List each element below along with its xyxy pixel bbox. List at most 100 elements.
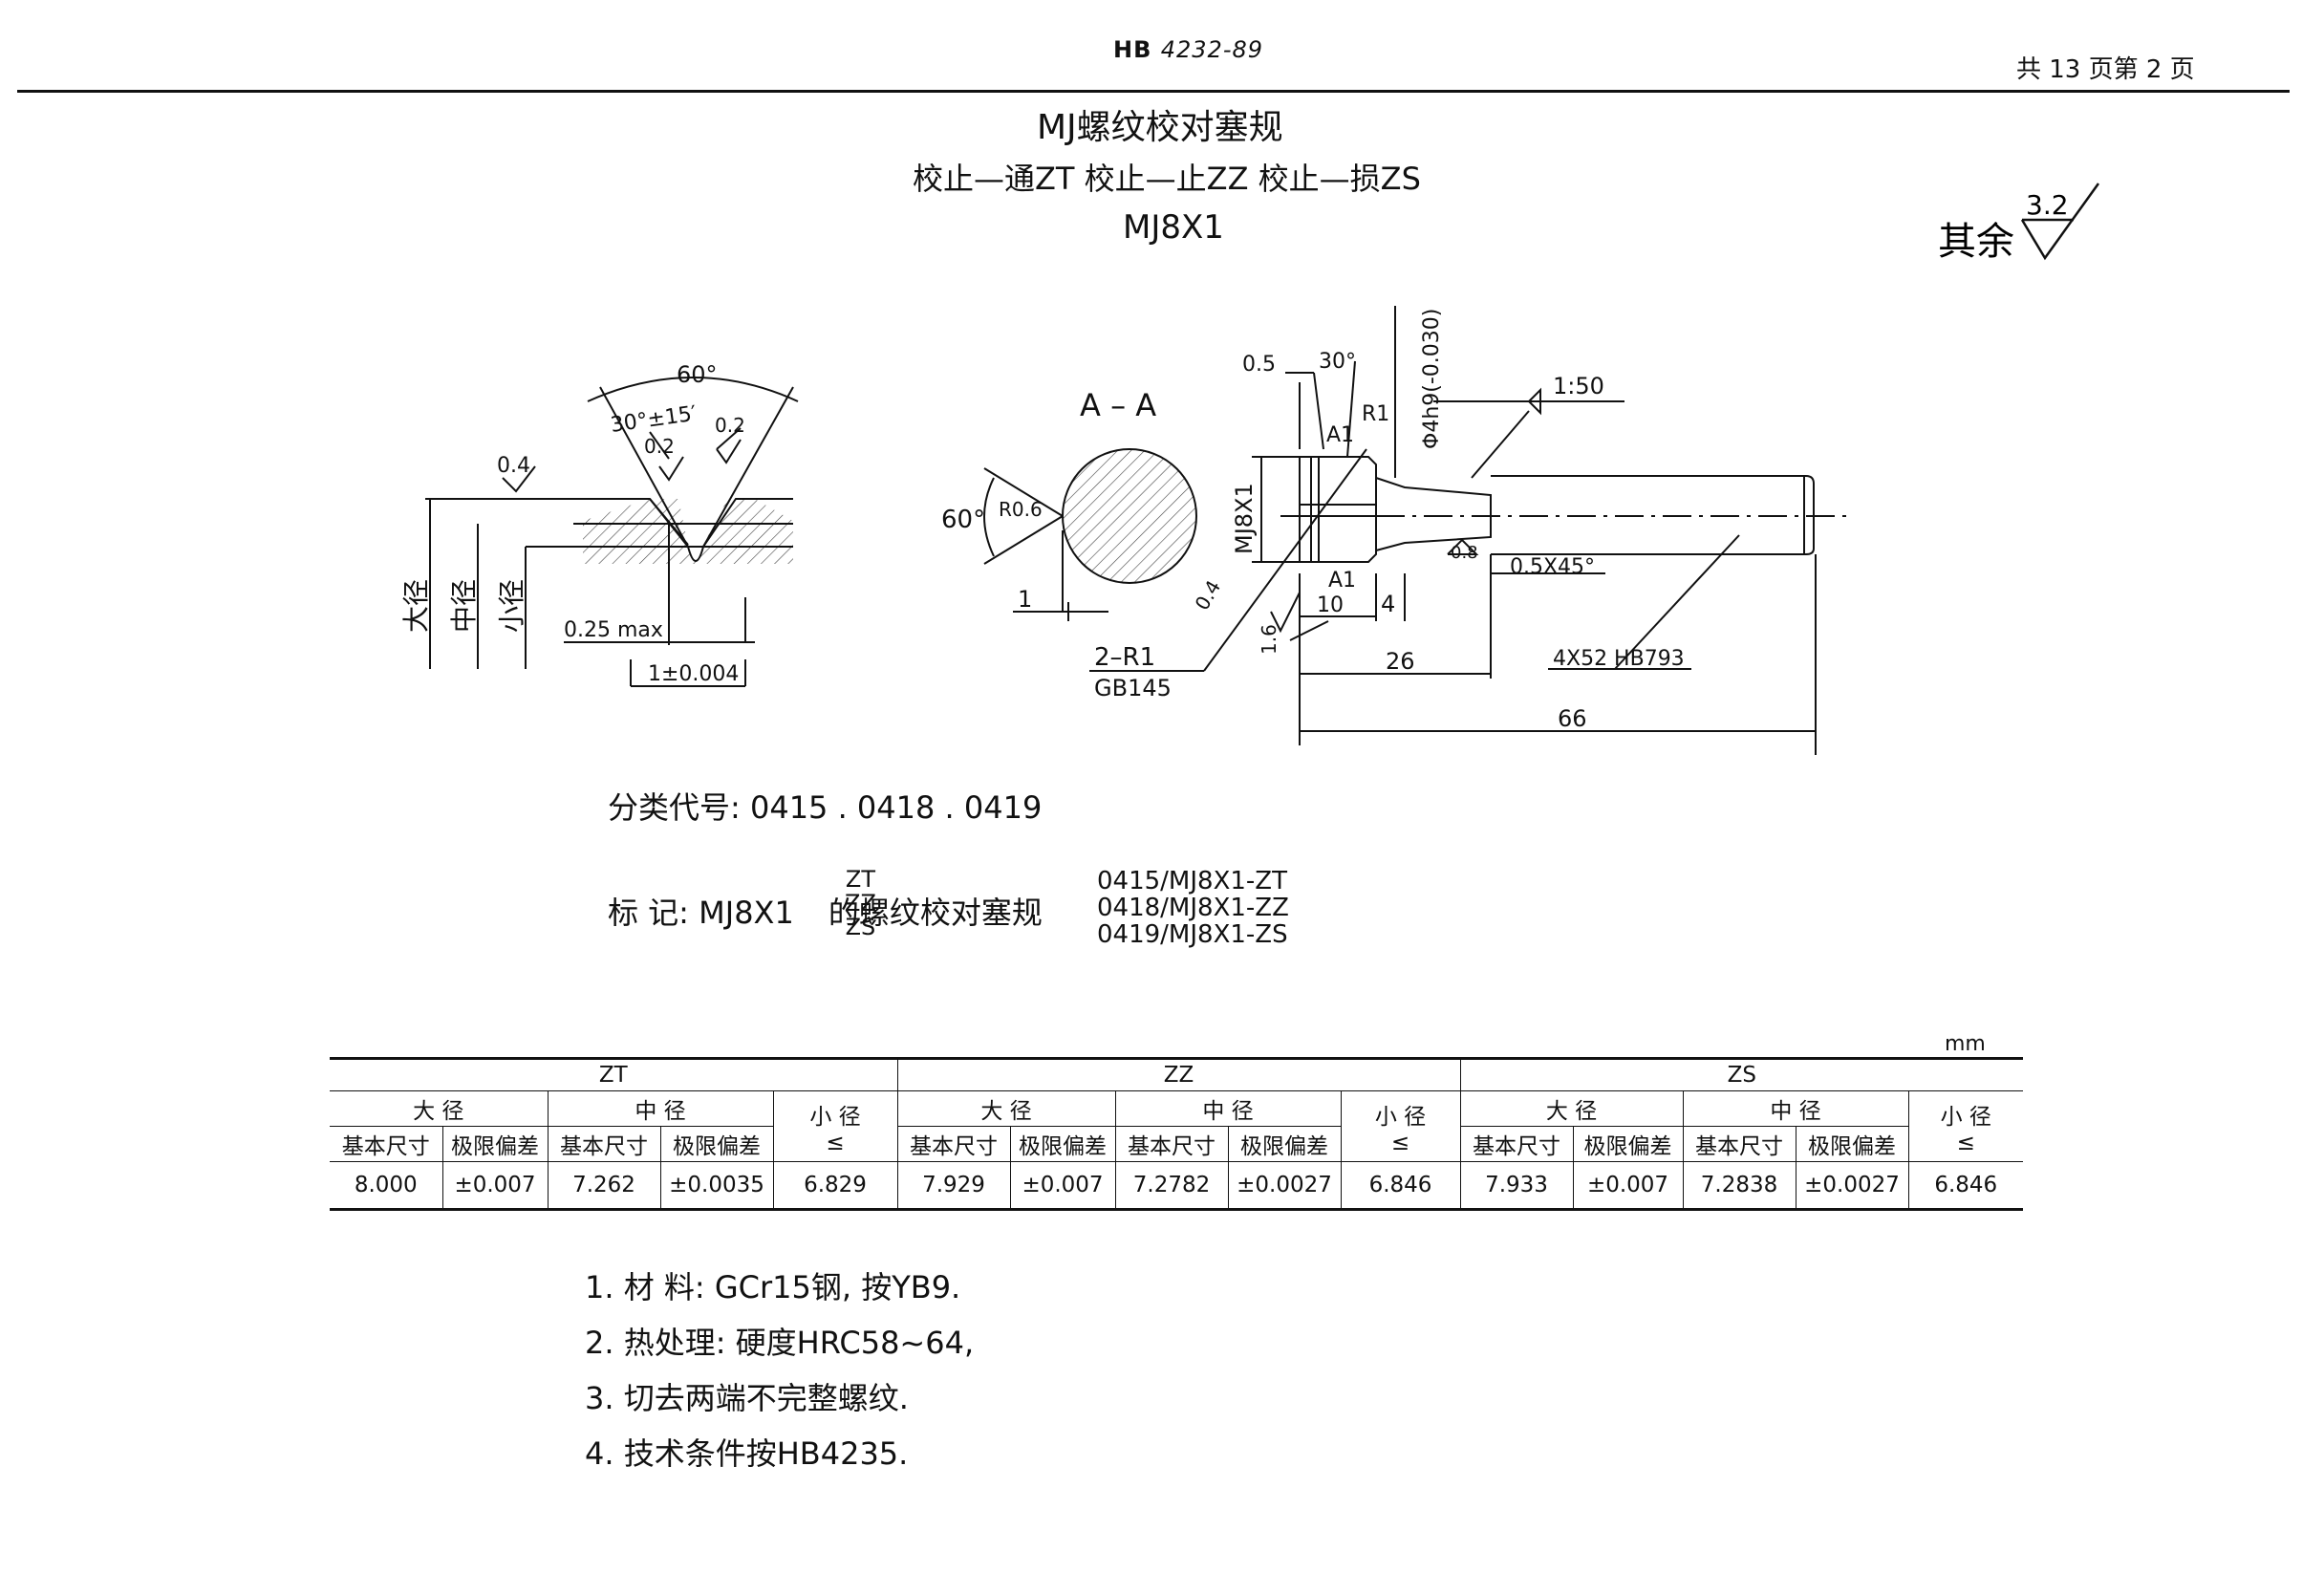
col-limit: 极限偏差 xyxy=(1009,1126,1116,1162)
table-cell: 6.846 xyxy=(1340,1161,1461,1210)
dim-66: 66 xyxy=(1558,705,1587,732)
fillet-r1: R1 xyxy=(1362,402,1389,426)
minor-diameter-label: 小径 xyxy=(496,579,527,633)
group-zz: ZZ xyxy=(896,1058,1461,1091)
roughness-02-b: 0.2 xyxy=(715,414,745,437)
standard-code: 4232-89 xyxy=(1160,36,1264,63)
col-limit: 极限偏差 xyxy=(1572,1126,1684,1162)
roughness-symbol-icon: 其余 3.2 xyxy=(1938,183,2100,264)
marking-code-zz: 0418/MJ8X1-ZZ xyxy=(1097,894,1289,922)
dim-26: 26 xyxy=(1386,648,1415,675)
roughness-note: 其余 3.2 xyxy=(1938,180,2129,289)
title-main: MJ螺纹校对塞规 xyxy=(1037,108,1283,147)
thread-profile-detail: 60° 30°±15′ 0.2 0.2 0.4 大径 中径 小径 0.25 ma… xyxy=(400,361,799,687)
technical-notes: 1. 材 料: GCr15钢, 按YB9. 2. 热处理: 硬度HRC58~64… xyxy=(585,1260,974,1481)
chamfer-a1-bottom: A1 xyxy=(1328,569,1356,593)
taper-ratio: 1:50 xyxy=(1553,373,1604,399)
table-header-row: 大 径 中 径 小 径≤ 大 径 中 径 小 径≤ 大 径 中 径 小 径≤ xyxy=(330,1090,2023,1162)
tip-radius: R0.6 xyxy=(999,498,1043,521)
note-material: 1. 材 料: GCr15钢, 按YB9. xyxy=(585,1269,961,1305)
section-title: A – A xyxy=(1080,387,1156,423)
gauge-main-view: 0.5 30° Φ4h9(-0.030) 1:50 A1 R1 MJ8X1 A1… xyxy=(1191,306,1854,755)
col-limit: 极限偏差 xyxy=(1795,1126,1908,1162)
table-cell: 8.000 xyxy=(330,1161,443,1210)
roughness-04-main: 0.4 xyxy=(1191,576,1226,615)
table-group-row: ZT ZZ ZS xyxy=(330,1058,2023,1091)
table-cell: 6.846 xyxy=(1907,1161,2023,1210)
title-thread-size: MJ8X1 xyxy=(1123,208,1224,247)
roughness-02-a: 0.2 xyxy=(644,435,675,458)
standard-number: HB 4232-89 xyxy=(1113,36,1263,63)
col-basic: 基本尺寸 xyxy=(896,1126,1011,1162)
col-basic: 基本尺寸 xyxy=(1682,1126,1796,1162)
page-info: 共 13 页第 2 页 xyxy=(2016,55,2195,84)
marking-line: 标 记: MJ8X1 的螺纹校对塞规 xyxy=(608,889,1043,933)
classification-line: 分类代号: 0415 . 0418 . 0419 xyxy=(608,784,1042,828)
group-zt: ZT xyxy=(330,1058,898,1091)
center-hole-standard: GB145 xyxy=(1094,675,1172,701)
table-subheader-row: 基本尺寸 极限偏差 基本尺寸 极限偏差 基本尺寸 极限偏差 基本尺寸 极限偏差 … xyxy=(330,1126,2023,1162)
marking-code-zs: 0419/MJ8X1-ZS xyxy=(1097,920,1288,949)
zs-minor: 小 径≤ xyxy=(1907,1090,2023,1162)
table-cell: ±0.0035 xyxy=(659,1161,774,1210)
table-cell: 7.2782 xyxy=(1114,1161,1229,1210)
roughness-08: 0.8 xyxy=(1451,543,1478,563)
roughness-label: 其余 xyxy=(1938,220,2014,264)
col-basic: 基本尺寸 xyxy=(547,1126,661,1162)
zz-major: 大 径 xyxy=(896,1090,1116,1127)
marking-prefix: MJ8X1 xyxy=(699,895,794,931)
zt-pitch: 中 径 xyxy=(547,1090,774,1127)
col-basic: 基本尺寸 xyxy=(330,1126,443,1162)
marking-codes: 0415/MJ8X1-ZT 0418/MJ8X1-ZZ 0419/MJ8X1-Z… xyxy=(1097,868,1289,948)
table-cell: ±0.007 xyxy=(1009,1161,1116,1210)
note-thread-ends: 3. 切去两端不完整螺纹. xyxy=(585,1380,909,1416)
col-limit: 极限偏差 xyxy=(1227,1126,1342,1162)
col-limit: 极限偏差 xyxy=(441,1126,549,1162)
roughness-04-label: 0.4 xyxy=(497,454,530,478)
offset-05: 0.5 xyxy=(1242,353,1276,377)
roughness-value: 3.2 xyxy=(2026,189,2069,221)
standard-prefix: HB xyxy=(1113,36,1152,63)
thread-angle-label: 60° xyxy=(677,361,718,388)
table-row: 8.000 ±0.007 7.262 ±0.0035 6.829 7.929 ±… xyxy=(330,1161,2023,1210)
major-diameter-label: 大径 xyxy=(400,579,432,633)
note-heat-treatment: 2. 热处理: 硬度HRC58~64, xyxy=(585,1325,975,1361)
chamfer-angle-30: 30° xyxy=(1319,350,1356,374)
table-cell: ±0.007 xyxy=(441,1161,549,1210)
dim-4: 4 xyxy=(1381,591,1395,617)
end-chamfer: 0.5X45° xyxy=(1510,555,1595,579)
marking-code-zt: 0415/MJ8X1-ZT xyxy=(1097,867,1287,895)
table-cell: 7.262 xyxy=(547,1161,661,1210)
marking-type-zz: ZZ xyxy=(845,890,876,917)
width-dim-1: 1 xyxy=(1018,586,1032,613)
thread-size-label: MJ8X1 xyxy=(1231,483,1258,554)
col-limit: 极限偏差 xyxy=(659,1126,774,1162)
zt-major: 大 径 xyxy=(330,1090,549,1127)
group-zs: ZS xyxy=(1459,1058,2023,1091)
table-cell: 7.933 xyxy=(1459,1161,1574,1210)
marking-type-stack: ZT ZZ ZS xyxy=(845,868,876,939)
table-cell: 7.2838 xyxy=(1682,1161,1796,1210)
table-unit: mm xyxy=(1945,1032,1986,1056)
marking-suffix: 的螺纹校对塞规 xyxy=(828,895,1043,931)
zs-pitch: 中 径 xyxy=(1682,1090,1909,1127)
table-cell: 6.829 xyxy=(772,1161,898,1210)
center-hole-label: 2–R1 xyxy=(1094,643,1155,672)
table-cell: ±0.007 xyxy=(1572,1161,1684,1210)
zz-minor: 小 径≤ xyxy=(1340,1090,1461,1162)
knurl-spec: 4X52 HB793 xyxy=(1553,647,1685,671)
roughness-16: 1.6 xyxy=(1258,624,1280,655)
pitch-tolerance-label: 1±0.004 xyxy=(648,662,739,686)
title-subtypes: 校止—通ZT 校止—止ZZ 校止—损ZS xyxy=(913,161,1421,197)
pitch-diameter-label: 中径 xyxy=(448,579,480,633)
classification-label: 分类代号: xyxy=(608,789,741,826)
table-cell: 7.929 xyxy=(896,1161,1011,1210)
marking-type-zs: ZS xyxy=(845,914,876,940)
note-technical-conditions: 4. 技术条件按HB4235. xyxy=(585,1435,909,1472)
dimension-table: ZT ZZ ZS 大 径 中 径 小 径≤ 大 径 中 径 小 径≤ 大 径 中… xyxy=(330,1057,2023,1211)
section-a-a: A – A 60° R0.6 1 2–R1 GB145 xyxy=(941,387,1204,701)
section-angle: 60° xyxy=(941,506,985,534)
marking-label: 标 记: xyxy=(608,895,689,931)
root-max-label: 0.25 max xyxy=(564,618,663,642)
table-cell: ±0.0027 xyxy=(1795,1161,1909,1210)
